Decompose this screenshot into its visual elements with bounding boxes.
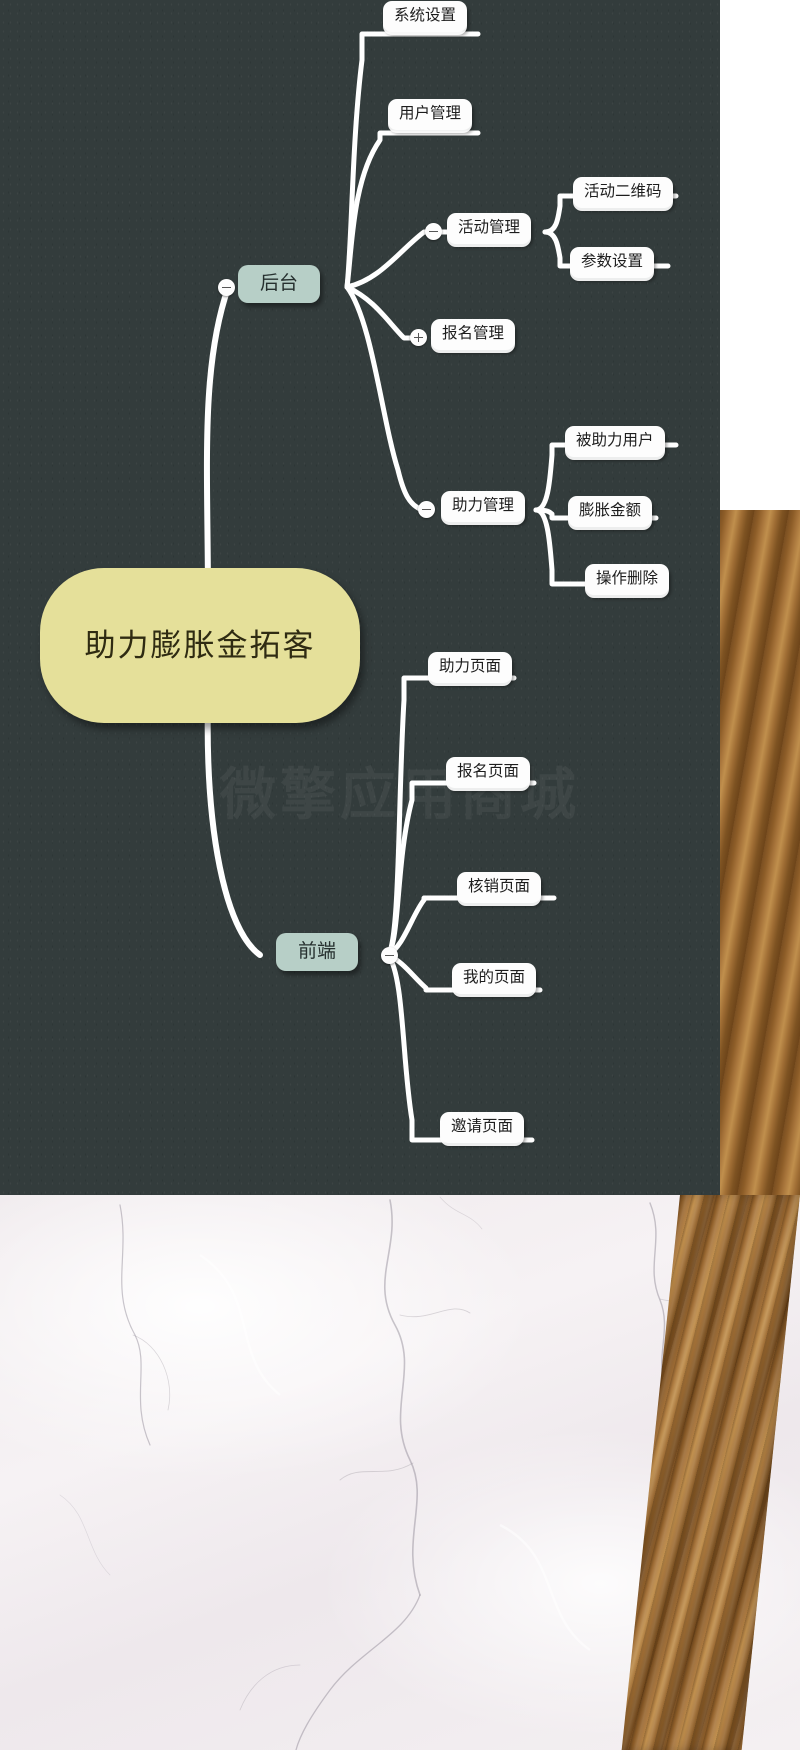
- leaf-node-registration-page[interactable]: 报名页面: [446, 757, 531, 788]
- leaf-node-operation-delete[interactable]: 操作删除: [585, 564, 670, 595]
- leaf-node-verification-page-label: 核销页面: [468, 878, 531, 895]
- leaf-node-boost-management-label: 助力管理: [452, 497, 515, 514]
- toggle-collapse-backend[interactable]: [218, 279, 235, 296]
- leaf-node-inflation-amount-label: 膨胀金额: [579, 502, 642, 519]
- leaf-node-my-page-label: 我的页面: [463, 969, 526, 986]
- leaf-node-user-management[interactable]: 用户管理: [388, 99, 473, 130]
- marble-veins: [59, 1196, 723, 1750]
- leaf-node-registration-page-label: 报名页面: [457, 763, 520, 780]
- leaf-node-inflation-amount[interactable]: 膨胀金额: [568, 496, 653, 527]
- leaf-node-verification-page[interactable]: 核销页面: [457, 872, 542, 903]
- leaf-node-operation-delete-label: 操作删除: [596, 570, 659, 587]
- leaf-node-my-page[interactable]: 我的页面: [452, 963, 537, 994]
- leaf-node-parameter-settings-label: 参数设置: [581, 253, 644, 270]
- leaf-node-activity-management[interactable]: 活动管理: [447, 213, 532, 244]
- toggle-collapse-boost-management[interactable]: [418, 501, 435, 518]
- leaf-node-boost-management[interactable]: 助力管理: [441, 491, 526, 522]
- right-margin-strip: [720, 0, 800, 1195]
- leaf-node-activity-management-label: 活动管理: [458, 219, 521, 236]
- watermark-text: 微擎应用商城: [220, 763, 580, 826]
- leaf-node-user-management-label: 用户管理: [399, 105, 462, 122]
- toggle-collapse-activity-management[interactable]: [425, 223, 442, 240]
- branch-node-frontend[interactable]: 前端: [276, 933, 359, 971]
- leaf-node-parameter-settings[interactable]: 参数设置: [570, 247, 655, 278]
- product-photo: [0, 1195, 800, 1750]
- toggle-expand-registration-management[interactable]: [410, 329, 427, 346]
- leaf-node-invite-page-label: 邀请页面: [451, 1118, 514, 1135]
- leaf-node-activity-qrcode-label: 活动二维码: [584, 183, 662, 200]
- mindmap-canvas: 微擎应用商城: [0, 0, 720, 1195]
- leaf-node-boosted-users-label: 被助力用户: [576, 432, 654, 449]
- branch-node-backend-label: 后台: [260, 273, 299, 294]
- leaf-node-boost-page[interactable]: 助力页面: [428, 652, 513, 683]
- branch-node-backend[interactable]: 后台: [238, 265, 321, 303]
- leaf-node-system-settings[interactable]: 系统设置: [383, 1, 468, 32]
- leaf-node-system-settings-label: 系统设置: [394, 7, 457, 24]
- toggle-collapse-frontend[interactable]: [381, 947, 398, 964]
- root-node-label: 助力膨胀金拓客: [84, 628, 316, 663]
- leaf-node-boost-page-label: 助力页面: [439, 658, 502, 675]
- wood-plank-upper: [720, 510, 800, 1195]
- leaf-node-boosted-users[interactable]: 被助力用户: [565, 426, 665, 457]
- root-node[interactable]: 助力膨胀金拓客: [40, 568, 360, 723]
- leaf-node-activity-qrcode[interactable]: 活动二维码: [573, 177, 673, 208]
- leaf-node-registration-management-label: 报名管理: [442, 325, 505, 342]
- leaf-node-registration-management[interactable]: 报名管理: [431, 319, 516, 350]
- leaf-node-invite-page[interactable]: 邀请页面: [440, 1112, 525, 1143]
- branch-node-frontend-label: 前端: [298, 941, 337, 962]
